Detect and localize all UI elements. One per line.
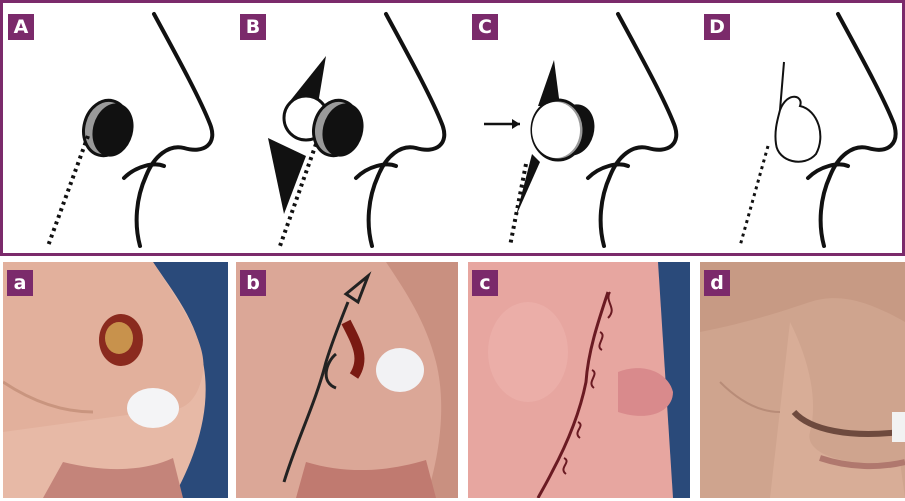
panel-label-d: D [704,14,730,40]
clinical-photo-a [3,262,228,498]
clinical-photo-b [236,262,458,498]
top-border [0,0,905,3]
clinical-photo-d [700,262,905,498]
nose-diagram-a [4,6,226,252]
photo-panel-a: a [3,262,228,498]
panel-label-a-photo: a [7,270,33,296]
panel-label-d-photo: d [704,270,730,296]
drawing-panel-d: D [700,6,900,252]
photo-panel-d: d [700,262,905,498]
drawing-panel-a: A [4,6,226,252]
photo-panel-b: b [236,262,458,498]
photo-panel-c: c [468,262,690,498]
nose-diagram-b [236,6,458,252]
panel-label-c: C [472,14,498,40]
mid-border [0,253,905,256]
panel-label-c-photo: c [472,270,498,296]
nose-diagram-d [700,6,900,252]
drawing-panel-b: B [236,6,458,252]
panel-label-b-photo: b [240,270,266,296]
left-border [0,0,3,256]
nose-diagram-c [468,6,690,252]
panel-label-b: B [240,14,266,40]
panel-label-a: A [8,14,34,40]
clinical-photo-c [468,262,690,498]
drawing-panel-c: C [468,6,690,252]
